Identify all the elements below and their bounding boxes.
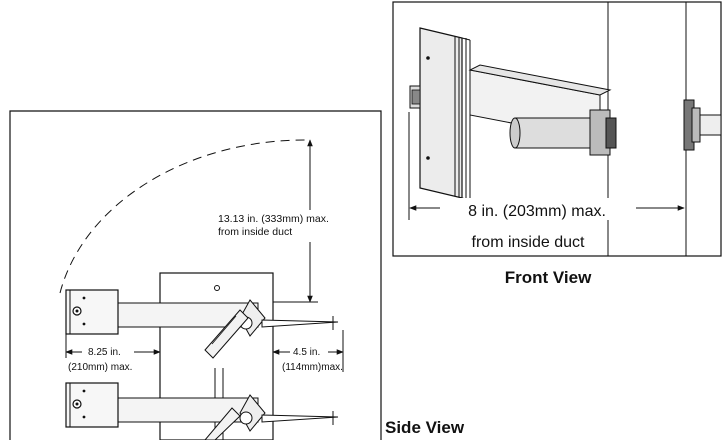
height-dimension-label-line2: from inside duct: [218, 226, 292, 238]
right-dim-label-bg: [290, 345, 328, 359]
front-dimension-label-line1: 8 in. (203mm) max.: [468, 203, 606, 220]
front-mounting-plate: [419, 27, 471, 201]
front-probe-assembly: [468, 64, 617, 156]
front-dim-label-bg: [440, 198, 636, 220]
right-dimension-label-line1: 4.5 in.: [293, 347, 320, 358]
front-dimension-label-line2: from inside duct: [472, 234, 585, 251]
side-probe-upper: [117, 299, 339, 440]
left-dim-label-bg: [82, 345, 134, 359]
front-view-panel: 8 in. (203mm) max. from inside duct: [392, 1, 722, 257]
side-probe-lower: [117, 394, 339, 440]
side-sensor-head-lower: [65, 382, 119, 428]
left-dimension-label-line2: (210mm) max.: [68, 362, 132, 373]
front-view-caption: Front View: [505, 268, 592, 287]
front-duct-fitting: [683, 99, 722, 151]
rotation-sweep-arc: [59, 139, 306, 294]
side-view-caption: Side View: [385, 418, 465, 437]
left-dimension-label-line1: 8.25 in.: [88, 347, 121, 358]
height-dim-label-bg: [208, 210, 378, 242]
side-view-panel: 13.13 in. (333mm) max. from inside duct: [9, 110, 382, 440]
side-sensor-head-upper: [65, 289, 119, 335]
height-dimension-label-line1: 13.13 in. (333mm) max.: [218, 213, 329, 225]
right-dimension-label-line2: (114mm)max.: [282, 362, 343, 373]
side-view-frame: [9, 110, 382, 440]
front-hex-nut: [409, 85, 421, 109]
